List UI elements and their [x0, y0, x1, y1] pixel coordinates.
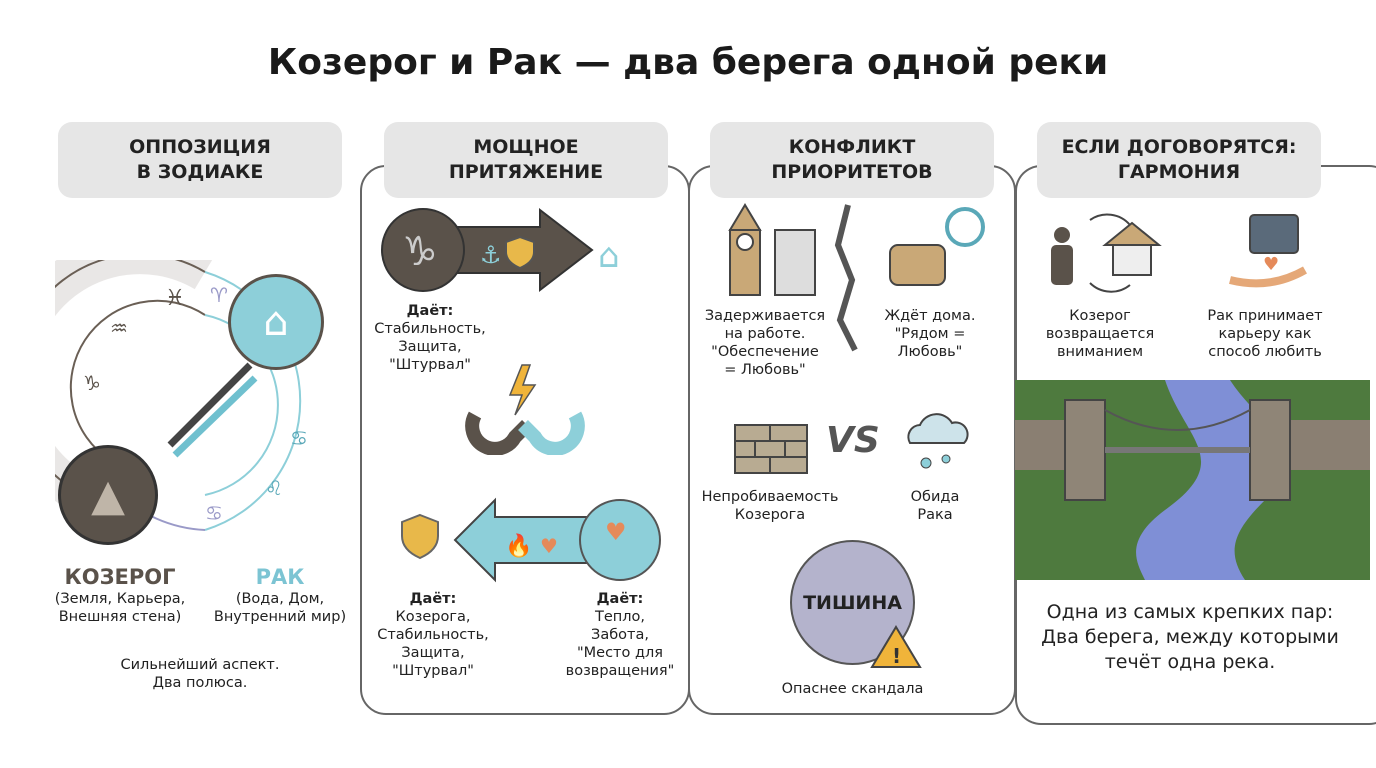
- svg-text:♋: ♋: [290, 426, 308, 450]
- capricorn-harmony-text: Козерог возвращается вниманием: [1045, 308, 1155, 360]
- capricorn-desc: (Земля, Карьера, Внешняя стена): [54, 591, 186, 625]
- zodiac-wheel: ♓ ♒ ♑ ♋ ♌ ♋ ♈: [55, 260, 308, 531]
- header-opposition: ОППОЗИЦИЯ В ЗОДИАКЕ: [58, 122, 342, 198]
- silence-label: ТИШИНА: [803, 591, 902, 614]
- wall-text: Непробиваемость Козерога: [701, 489, 839, 523]
- top-gives-text: Стабильность, Защита, "Штурвал": [374, 321, 486, 373]
- svg-text:♌: ♌: [265, 476, 283, 500]
- svg-text:!: !: [892, 644, 901, 668]
- bottom-right-gives: Даёт: Тепло, Забота, "Место для возвращен…: [555, 590, 685, 680]
- svg-text:♓: ♓: [165, 286, 185, 311]
- svg-text:♑: ♑: [83, 371, 101, 395]
- header-attraction: МОЩНОЕ ПРИТЯЖЕНИЕ: [384, 122, 668, 198]
- hurt-text: Обида Рака: [910, 489, 960, 523]
- cancer-desc: (Вода, Дом, Внутренний мир): [213, 591, 347, 625]
- harmony-conclusion: Одна из самых крепких пар: Два берега, м…: [1041, 601, 1339, 673]
- page-title: Козерог и Рак — два берега одной реки: [267, 42, 1109, 83]
- magnets-icon: [465, 364, 585, 455]
- bottom-right-gives-text: Тепло, Забота, "Место для возвращения": [565, 609, 675, 679]
- silence-caption: Опаснее скандала: [781, 681, 924, 697]
- work-home-icons: [728, 203, 985, 352]
- svg-text:♒: ♒: [110, 316, 128, 340]
- river-bridge-illustration: [1015, 380, 1370, 580]
- svg-text:♥: ♥: [1263, 254, 1279, 275]
- gives-label: Даёт:: [406, 303, 454, 319]
- opposition-caption: Сильнейший аспект. Два полюса.: [120, 657, 280, 691]
- capricorn-mountain-icon: ▲: [58, 445, 158, 545]
- header-harmony: ЕСЛИ ДОГОВОРЯТСЯ: ГАРМОНИЯ: [1037, 122, 1321, 198]
- rain-cloud-icon: [907, 413, 969, 469]
- svg-text:⚓: ⚓: [480, 241, 502, 269]
- cancer-name: РАК: [255, 565, 305, 589]
- home-text: Ждёт дома. "Рядом = Любовь": [884, 308, 976, 360]
- capricorn-gives-arrow: ♑ ⚓ ⌂: [381, 207, 620, 293]
- svg-text:♥: ♥: [540, 534, 558, 558]
- cancer-gives-arrow: ♥ 🔥 ♥: [401, 497, 661, 583]
- vs-label: VS: [826, 420, 880, 461]
- svg-text:♥: ♥: [605, 518, 627, 546]
- gives-label: Даёт:: [409, 591, 457, 607]
- bottom-left-gives: Даёт: Козерога, Стабильность, Защита, "Шт…: [368, 590, 498, 680]
- cancer-home-icon: ⌂: [228, 274, 324, 370]
- svg-text:♋: ♋: [205, 501, 223, 525]
- top-gives: Даёт: Стабильность, Защита, "Штурвал": [370, 302, 490, 374]
- capricorn-name: КОЗЕРОГ: [64, 565, 176, 589]
- svg-text:⌂: ⌂: [598, 236, 620, 276]
- warning-icon: !: [870, 625, 922, 668]
- svg-text:♑: ♑: [402, 229, 438, 275]
- brick-wall-icon: [734, 424, 808, 474]
- bottom-left-gives-text: Козерога, Стабильность, Защита, "Штурвал…: [377, 609, 489, 679]
- header-conflict: КОНФЛИКТ ПРИОРИТЕТОВ: [710, 122, 994, 198]
- cancer-harmony-text: Рак принимает карьеру как способ любить: [1207, 308, 1323, 360]
- harmony-icons: ♥: [1051, 213, 1307, 293]
- gives-label: Даёт:: [596, 591, 644, 607]
- svg-text:♈: ♈: [210, 283, 228, 307]
- svg-text:🔥: 🔥: [505, 533, 532, 559]
- work-text: Задерживается на работе. "Обеспечение = …: [704, 308, 826, 378]
